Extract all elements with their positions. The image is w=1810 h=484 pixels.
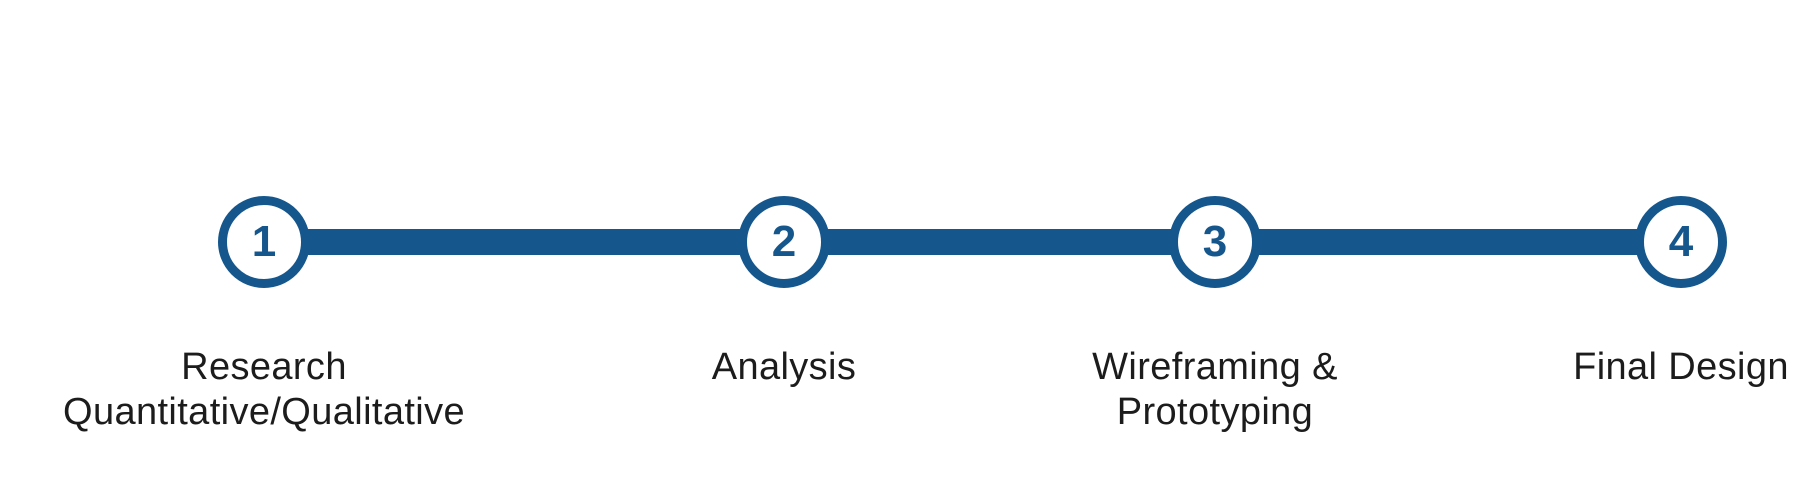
step-3-circle: 3 — [1169, 196, 1261, 288]
step-1-label-line-1: Research — [181, 346, 347, 388]
step-1-circle: 1 — [218, 196, 310, 288]
step-1-label-line-2: Quantitative/Qualitative — [63, 391, 465, 433]
step-2-circle: 2 — [738, 196, 830, 288]
step-3-number: 3 — [1202, 217, 1228, 266]
step-4-number: 4 — [1668, 217, 1694, 266]
step-2-label: Analysis — [712, 345, 857, 390]
step-4-label: Final Design — [1573, 345, 1789, 390]
step-3-label-line-1: Wireframing & — [1092, 346, 1338, 388]
step-3-label-line-2: Prototyping — [1116, 391, 1314, 433]
timeline-connector-line — [264, 229, 1681, 255]
step-1-label: Research Quantitative/Qualitative — [63, 345, 465, 435]
step-2-label-line-1: Analysis — [711, 346, 857, 388]
step-3-label: Wireframing & Prototyping — [1092, 345, 1338, 435]
step-4-circle: 4 — [1635, 196, 1727, 288]
step-1-number: 1 — [251, 217, 277, 266]
step-2-number: 2 — [771, 217, 797, 266]
step-4-label-line-1: Final Design — [1573, 346, 1789, 388]
